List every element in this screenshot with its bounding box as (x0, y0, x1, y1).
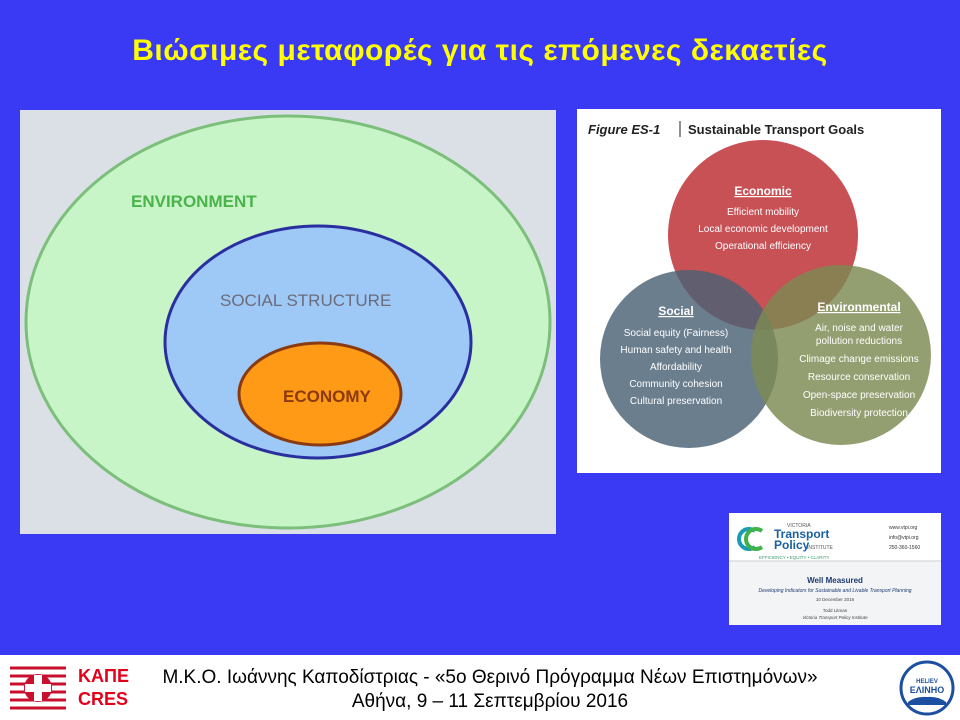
nested-sustainability-diagram: ENVIRONMENT SOCIAL STRUCTURE ECONOMY (20, 110, 556, 534)
economic-item: Operational efficiency (715, 241, 811, 252)
org-line2: Transport (774, 527, 829, 541)
environmental-item: Climage change emissions (799, 354, 919, 365)
social-item: Human safety and health (620, 345, 731, 356)
social-item: Social equity (Fairness) (624, 328, 728, 339)
figure-label: Figure ES-1 (588, 122, 660, 137)
social-structure-label: SOCIAL STRUCTURE (220, 291, 391, 310)
social-heading: Social (658, 304, 693, 318)
social-item: Cultural preservation (630, 396, 722, 407)
report-cover-svg: VICTORIA Transport Policy INSTITUTE EFFI… (729, 513, 941, 625)
environmental-item: pollution reductions (816, 336, 902, 347)
report-cover-thumbnail: VICTORIA Transport Policy INSTITUTE EFFI… (729, 513, 941, 625)
economy-ellipse (237, 341, 403, 447)
report-date: 10 December 2016 (816, 597, 855, 602)
environmental-heading: Environmental (817, 300, 900, 314)
report-author-org: Victoria Transport Policy Institute (802, 615, 868, 620)
report-email: info@vtpi.org (889, 535, 919, 541)
sustainable-transport-goals-figure: Figure ES-1 Sustainable Transport Goals … (577, 109, 941, 473)
footer-line1: Μ.Κ.Ο. Ιωάννης Καποδίστριας - «5ο Θερινό… (162, 667, 818, 688)
org-line1: VICTORIA (787, 523, 811, 529)
environmental-item: Biodiversity protection (810, 408, 908, 419)
org-line4: INSTITUTE (807, 545, 833, 551)
footer-line2: Αθήνα, 9 – 11 Σεπτεμβρίου 2016 (351, 691, 629, 712)
venn-svg: Figure ES-1 Sustainable Transport Goals … (588, 121, 931, 448)
heliev-logo-bottom: ΕΛΙΝΗΟ (910, 685, 945, 695)
economic-item: Efficient mobility (727, 207, 799, 218)
economic-heading: Economic (734, 184, 792, 198)
report-author: Todd Litman (823, 608, 848, 613)
economic-item: Local economic development (698, 224, 828, 235)
org-tagline: EFFICIENCY • EQUITY • CLARITY (759, 555, 830, 560)
heliev-logo-icon: HELIEV ΕΛΙΝΗΟ (899, 660, 955, 716)
social-item: Community cohesion (629, 379, 722, 390)
kape-logo-text: ΚΑΠΕ (78, 666, 130, 686)
figure-title: Sustainable Transport Goals (688, 122, 864, 137)
heliev-logo-top: HELIEV (916, 679, 938, 685)
environmental-item: Open-space preservation (803, 390, 915, 401)
environment-label: ENVIRONMENT (131, 192, 257, 211)
environmental-circle (751, 265, 931, 445)
org-line3: Policy (774, 538, 810, 552)
report-subtitle: Developing Indicators for Sustainable an… (758, 588, 911, 594)
report-phone: 250-360-1560 (889, 545, 920, 551)
slide-title: Βιώσιμες μεταφορές για τις επόμενες δεκα… (132, 34, 828, 67)
environmental-item: Air, noise and water (815, 323, 903, 334)
environmental-item: Resource conservation (808, 372, 910, 383)
vtpi-logo (737, 527, 764, 551)
report-web: www.vtpi.org (889, 525, 918, 531)
kape-logo-icon (10, 666, 66, 710)
cres-logo-text: CRES (78, 689, 129, 709)
nested-ellipses-svg: ENVIRONMENT SOCIAL STRUCTURE ECONOMY (24, 114, 552, 530)
report-title: Well Measured (807, 576, 863, 585)
social-item: Affordability (650, 362, 702, 373)
footer-bar: ΚΑΠΕ CRES Μ.Κ.Ο. Ιωάννης Καποδίστριας - … (0, 655, 960, 720)
economy-label: ECONOMY (283, 387, 372, 406)
social-circle (600, 270, 778, 448)
